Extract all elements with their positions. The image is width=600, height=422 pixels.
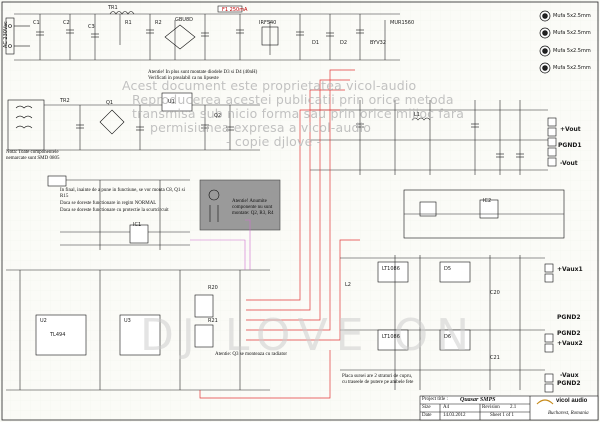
control-section <box>47 175 190 250</box>
r1-label: R1 <box>125 20 132 26</box>
q2-label: Q2 <box>214 113 222 119</box>
tr2-label: TR2 <box>60 98 70 104</box>
ic1-label: IC1 <box>133 222 142 228</box>
l2-label: L2 <box>345 282 351 288</box>
vout-neg-label: -Vout <box>560 160 578 167</box>
vicol-logo <box>536 399 554 405</box>
note-bottom-right: Placa sursei are 2 straturi de cupru, cu… <box>342 374 414 385</box>
date-value: 14.03.2012 <box>443 413 466 418</box>
mosfet-label: IRF540 <box>259 20 277 26</box>
pgnd2-label-a: PGND2 <box>557 314 581 321</box>
jack-label-2: Mufa 5x2.5mm <box>553 30 591 36</box>
ic2-label: IC2 <box>483 198 492 204</box>
jack-label-4: Mufa 5x2.5mm <box>553 65 591 71</box>
project-title-label: Project title : <box>422 397 448 402</box>
note-bottom-2: Atentie: Q3 se monteaza cu radiator <box>215 352 288 357</box>
tl494-label: TL494 <box>50 332 66 338</box>
note-box: Atentie! Anumite componente nu sunt mont… <box>232 199 274 216</box>
lt1086-a-label: LT1086 <box>382 266 400 272</box>
d6-label: D6 <box>444 334 452 340</box>
vout-pos-label: +Vout <box>560 126 581 133</box>
u2-label: U2 <box>40 318 47 324</box>
r21-label: R21 <box>208 318 218 324</box>
pgnd2-label-c: PGND2 <box>557 380 581 387</box>
watermark-big: DJ LOVE ON <box>140 310 478 361</box>
company-name: vicol audio <box>556 398 588 404</box>
company-location: Bucharest, Romania <box>548 411 589 416</box>
note-mid-3: Daca se doreste functionare cu protectie… <box>60 208 169 213</box>
ac-input-label: AC 230Vac <box>3 21 9 48</box>
revision-value: 2.1 <box>510 405 517 410</box>
project-title: Quasar SMPS <box>460 397 496 403</box>
q1-label: Q1 <box>106 100 114 106</box>
pgnd1-label: PGND1 <box>558 142 582 149</box>
vaux-neg-label: -Vaux <box>560 372 579 379</box>
d2-label: D2 <box>340 40 348 46</box>
vaux1-label: +Vaux1 <box>557 266 583 273</box>
r2-label: R2 <box>155 20 162 26</box>
note-top: Atentie! In plus sunt montate diodele D3… <box>148 70 258 81</box>
r20-label: R20 <box>208 285 218 291</box>
watermark-line-4: permisiunea expresa a vicol-audio <box>150 120 372 135</box>
size-value: A4 <box>443 405 450 410</box>
u1-label: U1 <box>168 99 175 105</box>
watermark-line-5: - copie djlove - <box>226 134 322 149</box>
revision-label: Revision <box>482 405 500 410</box>
note-mid-2: Daca se doreste functionare in regim NOR… <box>60 201 157 206</box>
jack-label-3: Mufa 5x2.5mm <box>553 48 591 54</box>
pgnd2-label-b: PGND2 <box>557 330 581 337</box>
aux-supply <box>7 92 260 151</box>
protection-note-box <box>199 179 281 231</box>
watermark-line-3: transmisa sub nicio forma sau prin orice… <box>132 106 465 121</box>
ac-input <box>5 17 30 55</box>
feedback-section <box>403 189 565 239</box>
gate-drive-traces <box>199 69 360 399</box>
pwm-controller <box>6 269 270 391</box>
date-label: Date <box>422 413 432 418</box>
d5-label: D5 <box>444 266 452 272</box>
title-block-frame <box>419 395 599 421</box>
u3-label: U3 <box>124 318 131 324</box>
headphone-jacks <box>539 10 551 74</box>
size-label: Size <box>422 405 431 410</box>
tr1-label: TR1 <box>108 5 118 11</box>
watermark-line-1: Acest document este proprietatea vicol-a… <box>122 78 417 93</box>
main-output-section <box>310 100 557 175</box>
byv-label: BYV32 <box>370 40 386 46</box>
l1-label: L1 <box>414 112 420 118</box>
c2-label: C2 <box>63 20 70 26</box>
diode-label: MUR1560 <box>390 20 415 26</box>
note-mid-1: In final, inainte de a pune in functiune… <box>60 188 185 199</box>
bridge-label: GBU8D <box>175 17 193 23</box>
c3-label: C3 <box>88 24 95 30</box>
jack-label-1: Mufa 5x2.5mm <box>553 13 591 19</box>
c21-label: C21 <box>490 355 500 361</box>
note-bottom-1: Nota: Toate componentele nemarcate sunt … <box>6 150 60 161</box>
watermark-line-2: Reproducerea acestei publicatii prin ori… <box>132 92 454 107</box>
d1-label: D1 <box>312 40 320 46</box>
sheet-value: Sheet 1 of 1 <box>490 413 515 418</box>
top-power-section <box>14 11 400 61</box>
c20-label: C20 <box>490 290 500 296</box>
vaux2-label: +Vaux2 <box>557 340 583 347</box>
c1-label: C1 <box>33 20 40 26</box>
lt1086-b-label: LT1086 <box>382 334 400 340</box>
aux-outputs <box>340 255 554 393</box>
fuse-label: F1 250mA <box>222 7 248 13</box>
